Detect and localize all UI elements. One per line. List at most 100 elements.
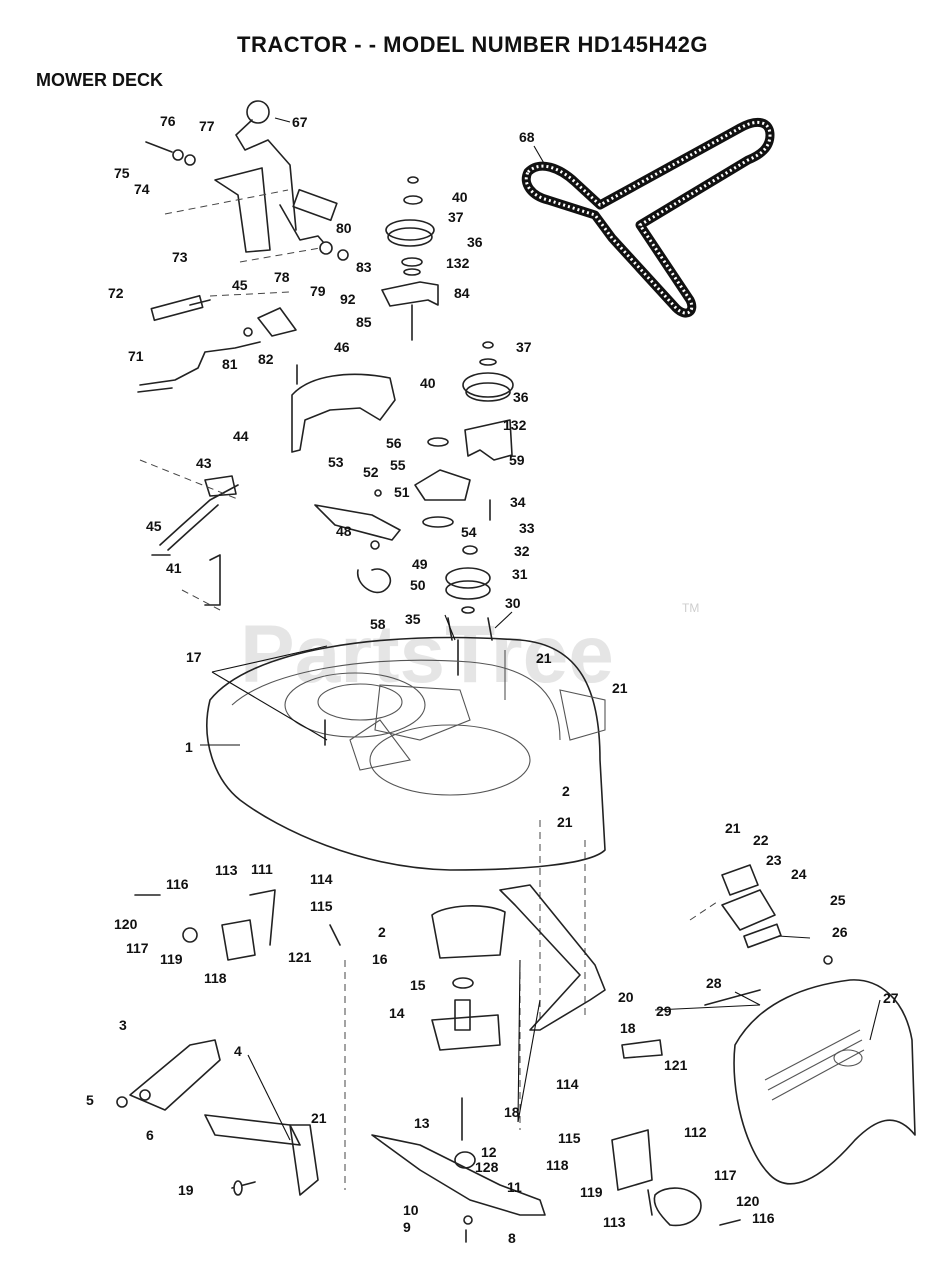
callout-label: 128 [475, 1159, 499, 1175]
callout-label: 17 [186, 649, 202, 665]
callout-label: 28 [706, 975, 722, 991]
center-pulley-stack [314, 341, 514, 676]
callout-label: 118 [204, 970, 227, 986]
lift-lever-assembly [137, 100, 349, 393]
leader-lines [200, 117, 881, 1141]
callout-label: 14 [389, 1005, 405, 1021]
callout-label: 119 [160, 951, 183, 967]
callout-label: 115 [310, 898, 333, 914]
callout-label: 121 [288, 949, 312, 965]
callout-label: 32 [514, 543, 530, 559]
callout-label: 77 [199, 118, 215, 134]
callout-label: 120 [114, 916, 138, 932]
callout-label: 19 [178, 1182, 194, 1198]
mower-deck [206, 636, 606, 1190]
page-title: TRACTOR - - MODEL NUMBER HD145H42G [237, 32, 708, 57]
mower-belt [521, 117, 775, 318]
deck-bracket [291, 364, 396, 453]
callout-label: 51 [394, 484, 410, 500]
callout-label: 79 [310, 283, 326, 299]
callout-label: 24 [791, 866, 807, 882]
callout-label: 18 [620, 1020, 636, 1036]
callout-label: 58 [370, 616, 386, 632]
callout-label: 40 [420, 375, 436, 391]
callout-label: 114 [310, 871, 333, 887]
callout-label: 119 [580, 1184, 603, 1200]
callout-label: 49 [412, 556, 428, 572]
callout-label: 76 [160, 113, 176, 129]
callout-label: 37 [448, 209, 464, 225]
callout-label: 48 [336, 523, 352, 539]
callout-label: 12 [481, 1144, 497, 1160]
callout-label: 111 [251, 861, 273, 877]
callout-label: 52 [363, 464, 379, 480]
anti-scalp-brackets [134, 889, 741, 1227]
callout-label: 6 [146, 1127, 154, 1143]
callout-label: 2 [378, 924, 386, 940]
callout-label: 21 [725, 820, 741, 836]
callout-label: 80 [336, 220, 352, 236]
callout-label: 35 [405, 611, 421, 627]
deck-lift-link [139, 459, 241, 611]
callout-label: 26 [832, 924, 848, 940]
callout-label: 115 [558, 1130, 581, 1146]
callout-label: 16 [372, 951, 388, 967]
callout-label: 78 [274, 269, 290, 285]
callout-label: 4 [234, 1043, 242, 1059]
discharge-chute [689, 864, 916, 1185]
callout-label: 8 [508, 1230, 516, 1246]
callout-label: 13 [414, 1115, 430, 1131]
callout-label: 20 [618, 989, 634, 1005]
callout-label: 117 [126, 940, 149, 956]
callout-label: 27 [883, 990, 899, 1006]
callout-label: 21 [311, 1110, 327, 1126]
callout-label: 82 [258, 351, 274, 367]
callout-label: 116 [166, 876, 189, 892]
callout-label: 85 [356, 314, 372, 330]
callout-label: 56 [386, 435, 402, 451]
callout-label: 44 [233, 428, 249, 444]
callout-label: 45 [232, 277, 248, 293]
callout-label: 113 [603, 1214, 626, 1230]
callout-label: 41 [166, 560, 182, 576]
callout-label: 132 [503, 417, 527, 433]
callout-label: 55 [390, 457, 406, 473]
callout-label: 22 [753, 832, 769, 848]
callout-label: 59 [509, 452, 525, 468]
callout-label: 68 [519, 129, 535, 145]
callout-label: 9 [403, 1219, 411, 1235]
callout-label: 31 [512, 566, 528, 582]
watermark-trademark: TM [682, 601, 699, 615]
section-title: MOWER DECK [36, 70, 163, 90]
callout-label: 67 [292, 114, 308, 130]
callout-label: 72 [108, 285, 124, 301]
upper-pulley-stack [381, 176, 439, 341]
deck-hanger-arms [116, 1039, 319, 1196]
callout-label: 46 [334, 339, 350, 355]
callout-label: 73 [172, 249, 188, 265]
callout-label: 116 [752, 1210, 775, 1226]
callout-label: 21 [536, 650, 552, 666]
callout-label: 21 [612, 680, 628, 696]
callout-label: 36 [513, 389, 529, 405]
callout-label: 11 [507, 1179, 522, 1195]
callout-label: 21 [557, 814, 573, 830]
callout-label: 53 [328, 454, 344, 470]
callout-label: 23 [766, 852, 782, 868]
callout-label: 25 [830, 892, 846, 908]
callout-label: 43 [196, 455, 212, 471]
callout-label: 37 [516, 339, 532, 355]
callout-label: 30 [505, 595, 521, 611]
callout-label: 36 [467, 234, 483, 250]
callout-label: 132 [446, 255, 470, 271]
callout-label: 71 [128, 348, 144, 364]
watermark: PartsTree [240, 609, 614, 700]
callout-label: 15 [410, 977, 426, 993]
callout-label: 50 [410, 577, 426, 593]
callout-label: 120 [736, 1193, 760, 1209]
callout-label: 34 [510, 494, 526, 510]
callout-label: 84 [454, 285, 470, 301]
callout-label: 112 [684, 1124, 707, 1140]
